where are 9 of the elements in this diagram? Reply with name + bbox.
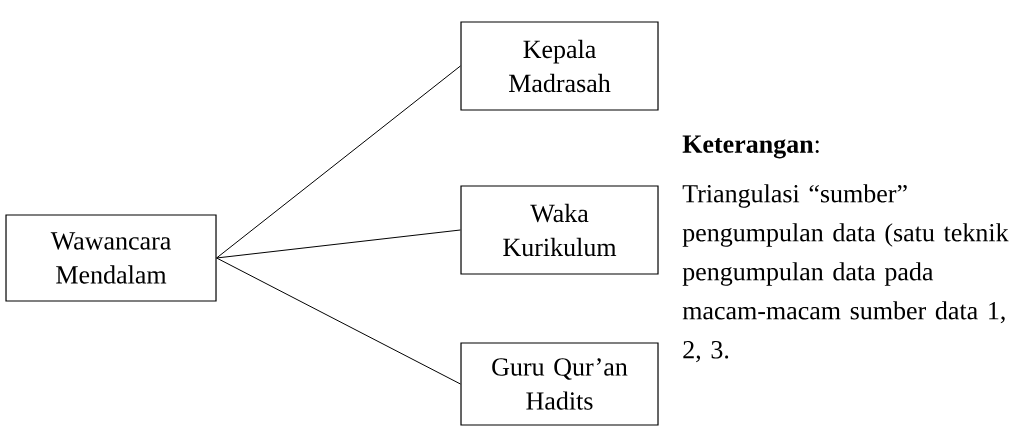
legend-note: Triangulasi “sumber” pengumpulan data (satu teknik pengumpulan data pada macam-macam sumber data 1, 2, 3. <box>682 184 1009 363</box>
connector-line <box>216 65 461 259</box>
legend-heading: Keterangan: <box>682 135 819 159</box>
connector-line <box>216 257 461 385</box>
connector-line <box>216 229 461 259</box>
text-box: Wawancara Mendalam <box>5 214 217 302</box>
text-box: Guru Qur’an Hadits <box>460 342 659 426</box>
text-box: Waka Kurikulum <box>460 185 659 275</box>
text-box: Kepala Madrasah <box>460 21 659 111</box>
